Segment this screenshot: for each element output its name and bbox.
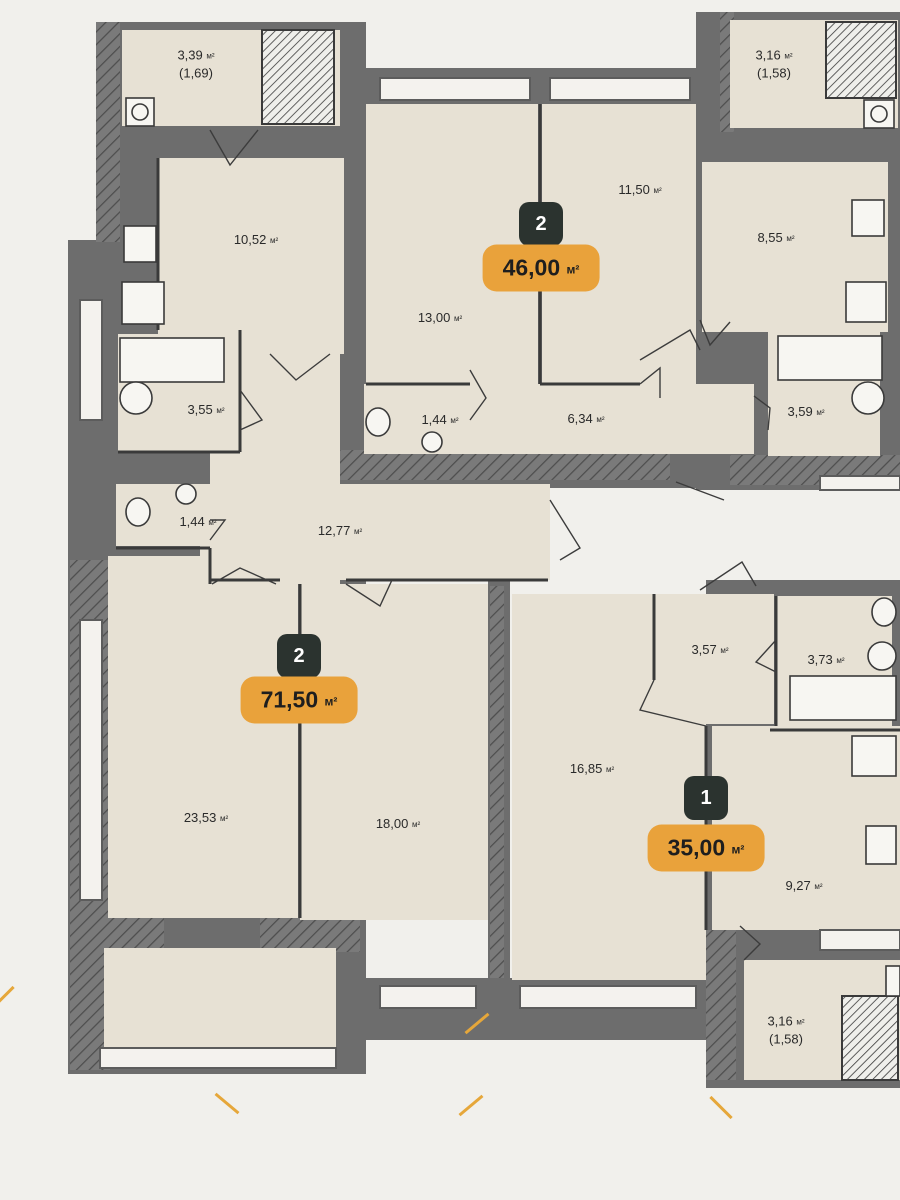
- room-area-label: 23,53 м²: [183, 810, 229, 825]
- room-area-label: 3,55 м²: [187, 402, 225, 417]
- room-area-label: 3,16 м²(1,58): [767, 1013, 805, 1047]
- room-area-label: 13,00 м²: [417, 310, 463, 325]
- room-area-label: 12,77 м²: [317, 523, 363, 538]
- apartment-rooms-badge: 2: [277, 634, 321, 678]
- room-area-label: 3,59 м²: [787, 404, 825, 419]
- apartment-rooms-badge: 1: [684, 776, 728, 820]
- apartment-rooms-badge: 2: [519, 202, 563, 246]
- apartment-total-area-badge: 35,00 м²: [647, 824, 765, 872]
- room-area-label: 3,57 м²: [691, 642, 729, 657]
- room-area-label: 10,52 м²: [233, 232, 279, 247]
- room-area-label: 16,85 м²: [569, 761, 615, 776]
- room-area-label: 18,00 м²: [375, 816, 421, 831]
- door-swings: [209, 129, 777, 961]
- room-area-label: 6,34 м²: [567, 411, 605, 426]
- fixtures: [119, 21, 900, 1081]
- apartment-total-area-badge: 46,00 м²: [482, 244, 600, 292]
- room-area-label: 1,44 м²: [421, 412, 459, 427]
- room-area-label: 3,16 м²(1,58): [755, 47, 793, 81]
- room-area-label: 9,27 м²: [785, 878, 823, 893]
- windows: [79, 77, 900, 1069]
- room-area-label: 3,73 м²: [807, 652, 845, 667]
- room-area-label: 11,50 м²: [618, 182, 662, 197]
- room-area-label: 8,55 м²: [757, 230, 795, 245]
- apartment-total-area-badge: 71,50 м²: [240, 676, 358, 724]
- room-area-label: 3,39 м²(1,69): [177, 47, 215, 81]
- room-area-label: 1,44 м²: [179, 514, 217, 529]
